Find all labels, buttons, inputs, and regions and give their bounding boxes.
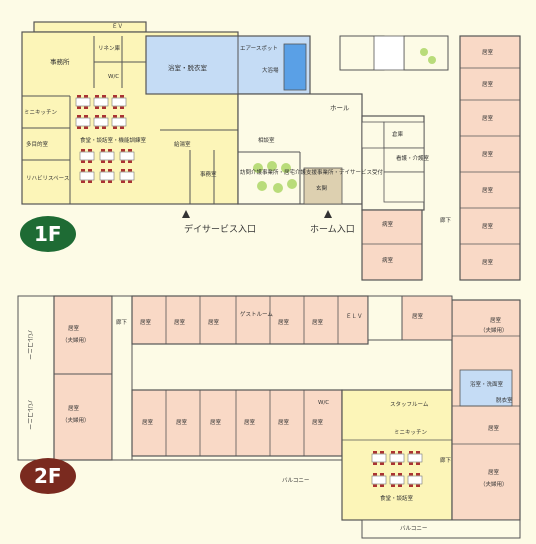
right-room-column-1f: [460, 67, 520, 245]
label-2f-bath: 浴室・洗面室: [470, 380, 504, 388]
label-2f-kodo-left: 廊下: [116, 318, 128, 326]
arrow-up-icon: [324, 210, 332, 218]
label-1f-byo-a: 病室: [382, 220, 394, 228]
label-2f-left-kyo-2: 居室: [68, 404, 80, 412]
label-2f-top-kyo-1: 居室: [140, 318, 152, 326]
label-1f-bath-air: エアースポット: [240, 45, 278, 52]
label-2f-top-kyo-2: 居室: [174, 318, 186, 326]
label-1f-kyo-1: 居室: [482, 48, 494, 56]
label-2f-dining: 食堂・談話室: [380, 494, 414, 502]
label-1f-storage: 倉庫: [392, 130, 404, 138]
label-1f-kyo-5: 居室: [482, 186, 494, 194]
label-1f-kyo-6: 居室: [482, 222, 494, 230]
label-2f-left-couple-2: （夫婦用）: [62, 416, 90, 424]
label-2f-balcony-a: バルコニー: [26, 330, 33, 360]
label-2f-balcony-bottom: バルコニー: [400, 525, 427, 532]
label-1f-elevator-top: ＥＶ: [112, 23, 123, 30]
label-2f-right-kyo-1: 居室: [490, 316, 502, 324]
label-1f-care-center: 訪問介護事業所・居宅介護支援事業所・デイサービス受付: [240, 168, 384, 176]
label-2f-left-kyo-1: 居室: [68, 324, 80, 332]
label-1f-kyo-4: 居室: [482, 150, 494, 158]
floor-2: バルコニー バルコニー 居室 （夫婦用） 居室 （夫婦用） 廊下 居室 居室 居…: [17, 295, 521, 539]
label-2f-wc: W/C: [318, 400, 329, 406]
arrow-up-icon: [182, 210, 190, 218]
label-2f-staff-room: スタッフルーム: [390, 400, 429, 408]
label-2f-bot-kyo-4: 居室: [244, 418, 256, 426]
plant-cluster: [253, 161, 297, 193]
label-1f-kodo: 廊下: [440, 216, 452, 224]
label-2f-left-couple-1: （夫婦用）: [62, 336, 90, 344]
label-1f-kyo-3: 居室: [482, 114, 494, 122]
label-1f-hall: ホール: [330, 104, 350, 112]
label-1f-office: 事務所: [50, 57, 70, 66]
label-2f-top-kyo-3: 居室: [208, 318, 220, 326]
label-2f-bot-kyo-2: 居室: [176, 418, 188, 426]
label-1f-rehab: リハビリスペース: [26, 174, 69, 182]
label-2f-bot-kyo-3: 居室: [210, 418, 222, 426]
label-2f-datsui: 脱衣室: [496, 396, 513, 404]
label-1f-sodan: 相談室: [258, 136, 275, 144]
label-1f-jimu: 事務室: [200, 170, 217, 178]
label-2f-bot-kyo-5: 居室: [278, 418, 290, 426]
floor-badge-2f: [20, 458, 76, 494]
label-2f-right-kyo-2: 居室: [488, 424, 500, 432]
label-1f-mini-kitchen: ミニキッチン: [24, 109, 58, 116]
entrance-day-service: デイサービス入口: [184, 223, 256, 235]
label-1f-dining: 食堂・談話室・機能訓練室: [80, 136, 147, 144]
label-2f-elevator: ＥＬＶ: [346, 313, 363, 320]
entrance-home: ホーム入口: [310, 224, 355, 235]
label-2f-right-couple-2: （夫婦用）: [480, 480, 508, 488]
label-1f-byo-b: 病室: [382, 256, 394, 264]
label-2f-mini-kitchen: ミニキッチン: [394, 429, 428, 436]
label-1f-linen: リネン庫: [98, 44, 121, 52]
floor-1: ＥＶ 事務所 リネン庫 W/C ミニキッチン 多目的室 リハビリスペース 食堂・…: [20, 21, 521, 281]
label-2f-right-kyo-3: 居室: [488, 468, 500, 476]
label-1f-kyuto: 給湯室: [174, 140, 191, 148]
label-1f-genkan: 玄関: [316, 184, 328, 192]
label-2f-guest-room: ゲストルーム: [240, 310, 273, 318]
label-1f-bath-big: 大浴場: [262, 66, 279, 74]
floor-badge-1f-text: 1F: [34, 222, 62, 246]
label-2f-balcony-mid: バルコニー: [282, 477, 309, 484]
floor-badge-2f-text: 2F: [34, 464, 62, 488]
label-1f-wc-a: W/C: [108, 74, 119, 80]
label-2f-kyo-corner: 居室: [412, 312, 424, 320]
label-1f-tamokuteki: 多目的室: [26, 140, 49, 148]
label-1f-bath-small: 浴室・脱衣室: [168, 63, 208, 72]
label-1f-kyo-7: 居室: [482, 258, 494, 266]
label-2f-kodo-right: 廊下: [440, 456, 452, 464]
label-2f-balcony-b: バルコニー: [26, 400, 33, 430]
label-1f-kyo-2: 居室: [482, 80, 494, 88]
label-1f-kango: 看護・介護室: [396, 154, 430, 162]
label-2f-bot-kyo-6: 居室: [312, 418, 324, 426]
label-2f-bot-kyo-1: 居室: [142, 418, 154, 426]
label-2f-top-kyo-4: 居室: [278, 318, 290, 326]
label-2f-right-couple-1: （夫婦用）: [480, 326, 508, 334]
label-2f-top-kyo-5: 居室: [312, 318, 324, 326]
floor-badge-1f: [20, 216, 76, 252]
